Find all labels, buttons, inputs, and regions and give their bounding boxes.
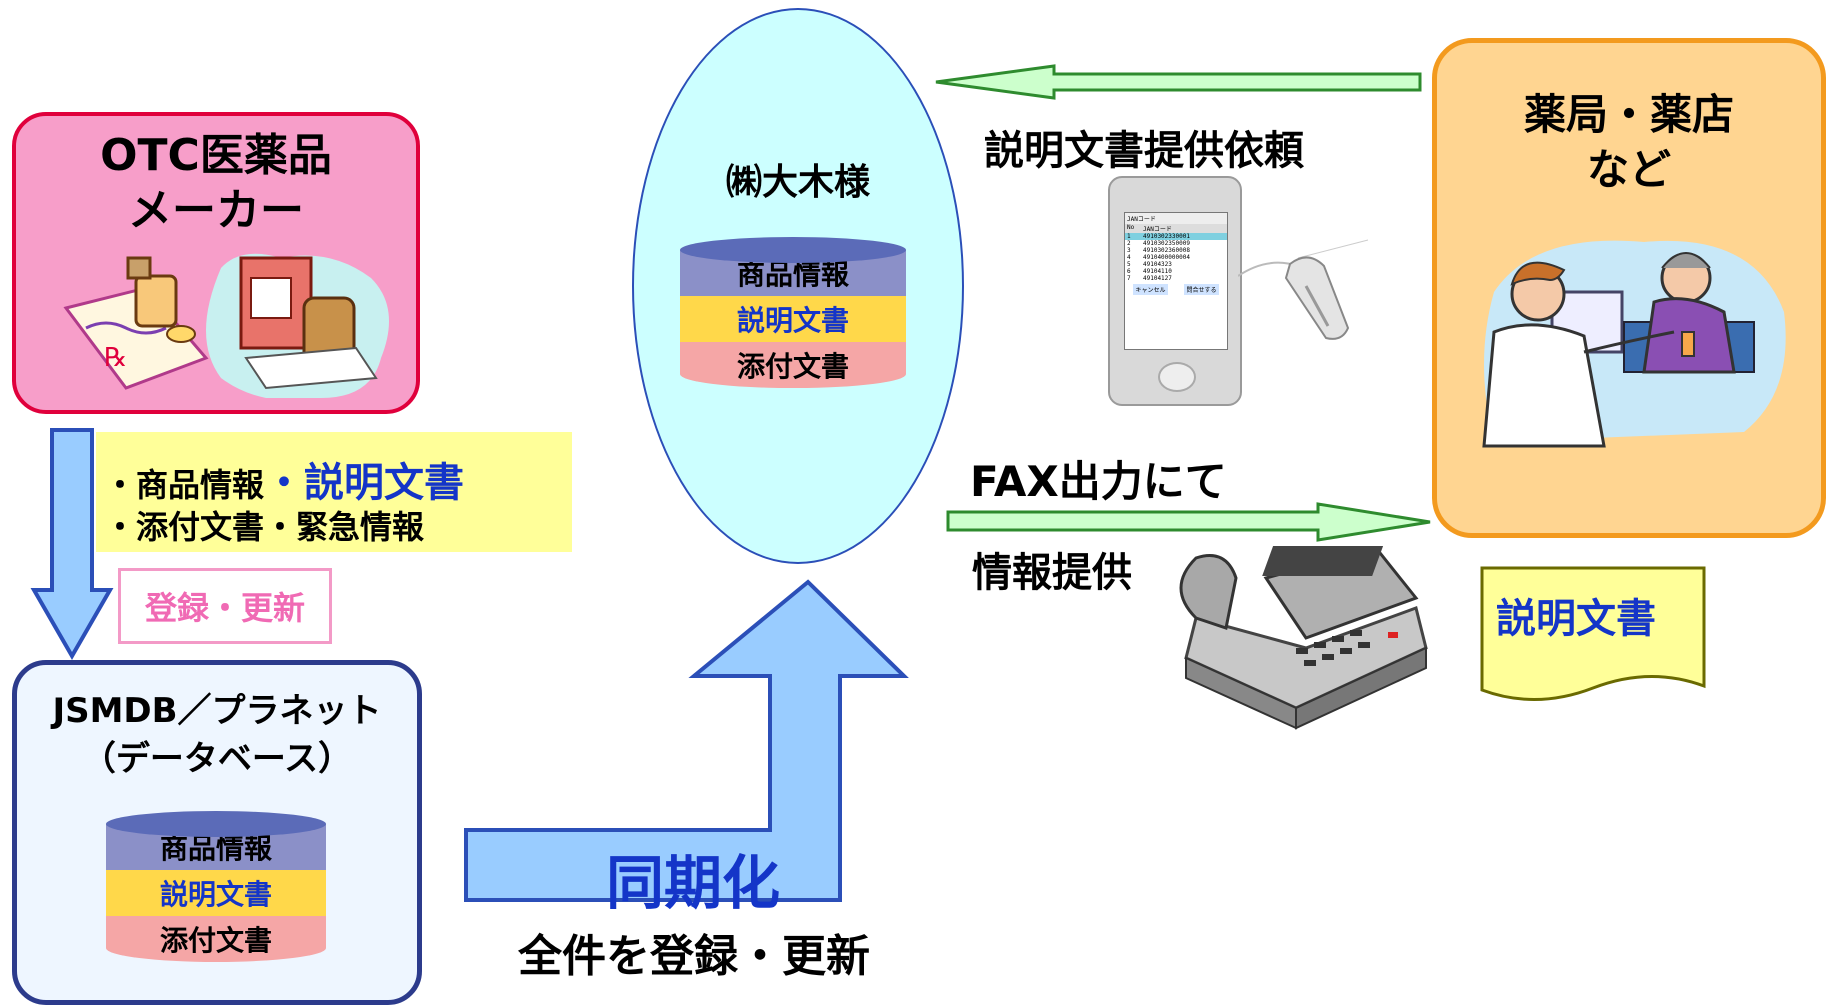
handheld-row-code: 4910302330001 [1143,233,1190,240]
fax-line1: FAX出力にて [970,457,1227,506]
upload-note [96,432,572,552]
sync-arrow [464,579,909,902]
handheld-buttons: キャンセル 問合せする [1125,284,1227,295]
handheld-row[interactable]: 1 4910302330001 [1125,233,1227,240]
handheld-row-code: 4910302350009 [1143,240,1190,247]
fax-arrow [946,502,1431,542]
handheld-row-no: 7 [1127,275,1131,282]
handheld-row[interactable]: 6 49104110 [1125,268,1227,275]
maker-title-line2: メーカー [128,185,304,236]
barcode-scanner-icon [1238,239,1369,340]
document-label: 説明文書 [1496,596,1656,642]
handheld-row-code: 49104110 [1143,268,1172,275]
maker-title: OTC医薬品 メーカー [12,128,420,238]
handheld-col-code: JANコード [1143,226,1172,233]
pharmacy-title: 薬局・薬店 など [1432,88,1826,197]
note-explanation-doc: ・説明文書 [264,460,465,506]
database-title-line2: （データベース） [81,738,353,779]
handheld-row[interactable]: 5 49104323 [1125,261,1227,268]
database-layer-explanation: 説明文書 [106,870,326,916]
handheld-row[interactable]: 4 4910400000004 [1125,254,1227,261]
medicine-clipart: ℞ [63,253,389,398]
company-cylinder-top [680,237,906,263]
company-layer-explanation: 説明文書 [680,296,906,342]
handheld-row[interactable]: 2 4910302350009 [1125,240,1227,247]
handheld-row[interactable]: 7 49104127 [1125,275,1227,282]
register-update-label: 登録・更新 [118,568,332,644]
request-arrow [935,64,1422,100]
handheld-row-no: 4 [1127,254,1131,261]
handheld-row-no: 2 [1127,240,1131,247]
fax-line2: 情報提供 [972,550,1132,596]
handheld-dpad[interactable] [1158,362,1196,392]
database-title-line1: JSMDB／プラネット [52,691,382,731]
handheld-cancel-button[interactable]: キャンセル [1133,284,1168,295]
handheld-col-header: No JANコード [1125,224,1227,233]
handheld-row-no: 1 [1127,233,1131,240]
fax-machine-icon [1179,546,1428,730]
handheld-query-button[interactable]: 問合せする [1184,284,1219,295]
upload-note-line1: ・商品情報・説明文書 [104,450,464,508]
sync-caption: 全件を登録・更新 [518,931,870,982]
handheld-row-no: 3 [1127,247,1131,254]
company-layer-attachment: 添付文書 [680,342,906,388]
handheld-rows: 1 4910302330001 2 4910302350009 3 49103023600… [1125,233,1227,282]
database-cylinder: 商品情報 説明文書 添付文書 [106,811,326,962]
database-layer-attachment: 添付文書 [106,916,326,962]
down-arrow [30,428,114,661]
upload-note-line2: ・添付文書・緊急情報 [104,508,425,546]
handheld-col-no: No [1127,224,1135,231]
handheld-row-no: 5 [1127,261,1131,268]
svg-text:℞: ℞ [104,342,127,372]
handheld-terminal: JANコード No JANコード 1 4910302330001 2 49103023… [1108,176,1242,406]
handheld-row-code: 49104323 [1143,261,1172,268]
handheld-row-code: 4910400000004 [1143,254,1190,261]
handheld-row[interactable]: 3 4910302360008 [1125,247,1227,254]
company-cylinder: 商品情報 説明文書 添付文書 [680,237,906,388]
request-label: 説明文書提供依頼 [984,128,1304,174]
handheld-row-code: 49104127 [1143,275,1172,282]
document-note [1480,566,1706,702]
note-product-info: ・商品情報 [104,466,265,504]
handheld-header: JANコード [1125,213,1227,224]
pharmacy-title-line1: 薬局・薬店 [1523,90,1734,139]
handheld-row-code: 4910302360008 [1143,247,1190,254]
handheld-row-no: 6 [1127,268,1131,275]
database-cylinder-top [106,811,326,837]
company-title: ㈱大木様 [725,162,870,203]
maker-title-line1: OTC医薬品 [100,130,332,181]
pharmacist-customer-clipart [1482,240,1786,448]
database-title: JSMDB／プラネット （データベース） [12,688,422,783]
sync-label: 同期化 [606,849,781,917]
handheld-screen: JANコード No JANコード 1 4910302330001 2 49103023… [1124,212,1228,350]
pharmacy-title-line2: など [1586,144,1671,194]
